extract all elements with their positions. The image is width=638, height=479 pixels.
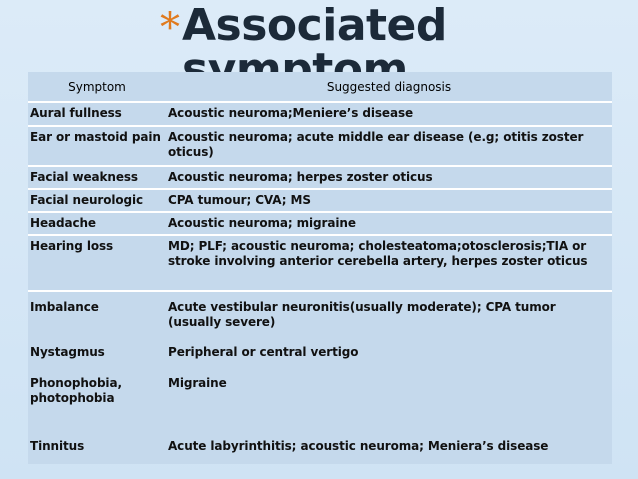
title-text: Associated symptom (182, 0, 447, 95)
symptom-cell: Ear or mastoid pain (28, 125, 166, 166)
symptom-table: Symptom Suggested diagnosis Aural fullne… (28, 72, 612, 464)
header-symptom: Symptom (28, 72, 166, 103)
table-row: Aural fullness Acoustic neuroma;Meniere’… (28, 101, 612, 126)
asterisk-bullet-icon: * (160, 5, 180, 51)
diagnosis-cell: CPA tumour; CVA; MS (166, 188, 612, 212)
diagnosis-cell: Acoustic neuroma; migraine (166, 211, 612, 235)
diagnosis-cell: Acoustic neuroma; acute middle ear disea… (166, 125, 612, 166)
symptom-cell: Hearing loss (28, 234, 166, 291)
diagnosis-cell: Acoustic neuroma; herpes zoster oticus (166, 165, 612, 189)
diagnosis-cell: Acute vestibular neuronitis(usually mode… (166, 290, 612, 335)
header-row: Symptom Suggested diagnosis (28, 72, 612, 103)
header-suggested-diagnosis: Suggested diagnosis (166, 72, 612, 103)
symptom-cell: Phonophobia, photophobia (28, 368, 166, 425)
slide-title: * Associated symptom (160, 0, 638, 92)
table-row: Ear or mastoid pain Acoustic neuroma; ac… (28, 125, 612, 166)
symptom-cell: Imbalance (28, 290, 166, 335)
table-row: Facial weakness Acoustic neuroma; herpes… (28, 165, 612, 189)
table-row: Facial neurologic CPA tumour; CVA; MS (28, 188, 612, 212)
table-row: Hearing loss MD; PLF; acoustic neuroma; … (28, 234, 612, 291)
symptom-cell: Facial neurologic (28, 188, 166, 212)
symptom-cell: Headache (28, 211, 166, 235)
symptom-cell: Nystagmus (28, 335, 166, 368)
diagnosis-cell: MD; PLF; acoustic neuroma; cholesteatoma… (166, 234, 612, 291)
table-row: Imbalance Acute vestibular neuronitis(us… (28, 290, 612, 335)
symptom-cell: Aural fullness (28, 101, 166, 126)
diagnosis-cell: Acoustic neuroma;Meniere’s disease (166, 101, 612, 126)
table-row: Phonophobia, photophobia Migraine (28, 368, 612, 425)
table-row: Tinnitus Acute labyrinthitis; acoustic n… (28, 425, 612, 464)
table-row: Headache Acoustic neuroma; migraine (28, 211, 612, 235)
symptom-cell: Tinnitus (28, 425, 166, 464)
diagnosis-cell: Migraine (166, 368, 612, 425)
diagnosis-cell: Acute labyrinthitis; acoustic neuroma; M… (166, 425, 612, 464)
symptom-cell: Facial weakness (28, 165, 166, 189)
diagnosis-cell: Peripheral or central vertigo (166, 335, 612, 368)
table-row: Nystagmus Peripheral or central vertigo (28, 335, 612, 368)
